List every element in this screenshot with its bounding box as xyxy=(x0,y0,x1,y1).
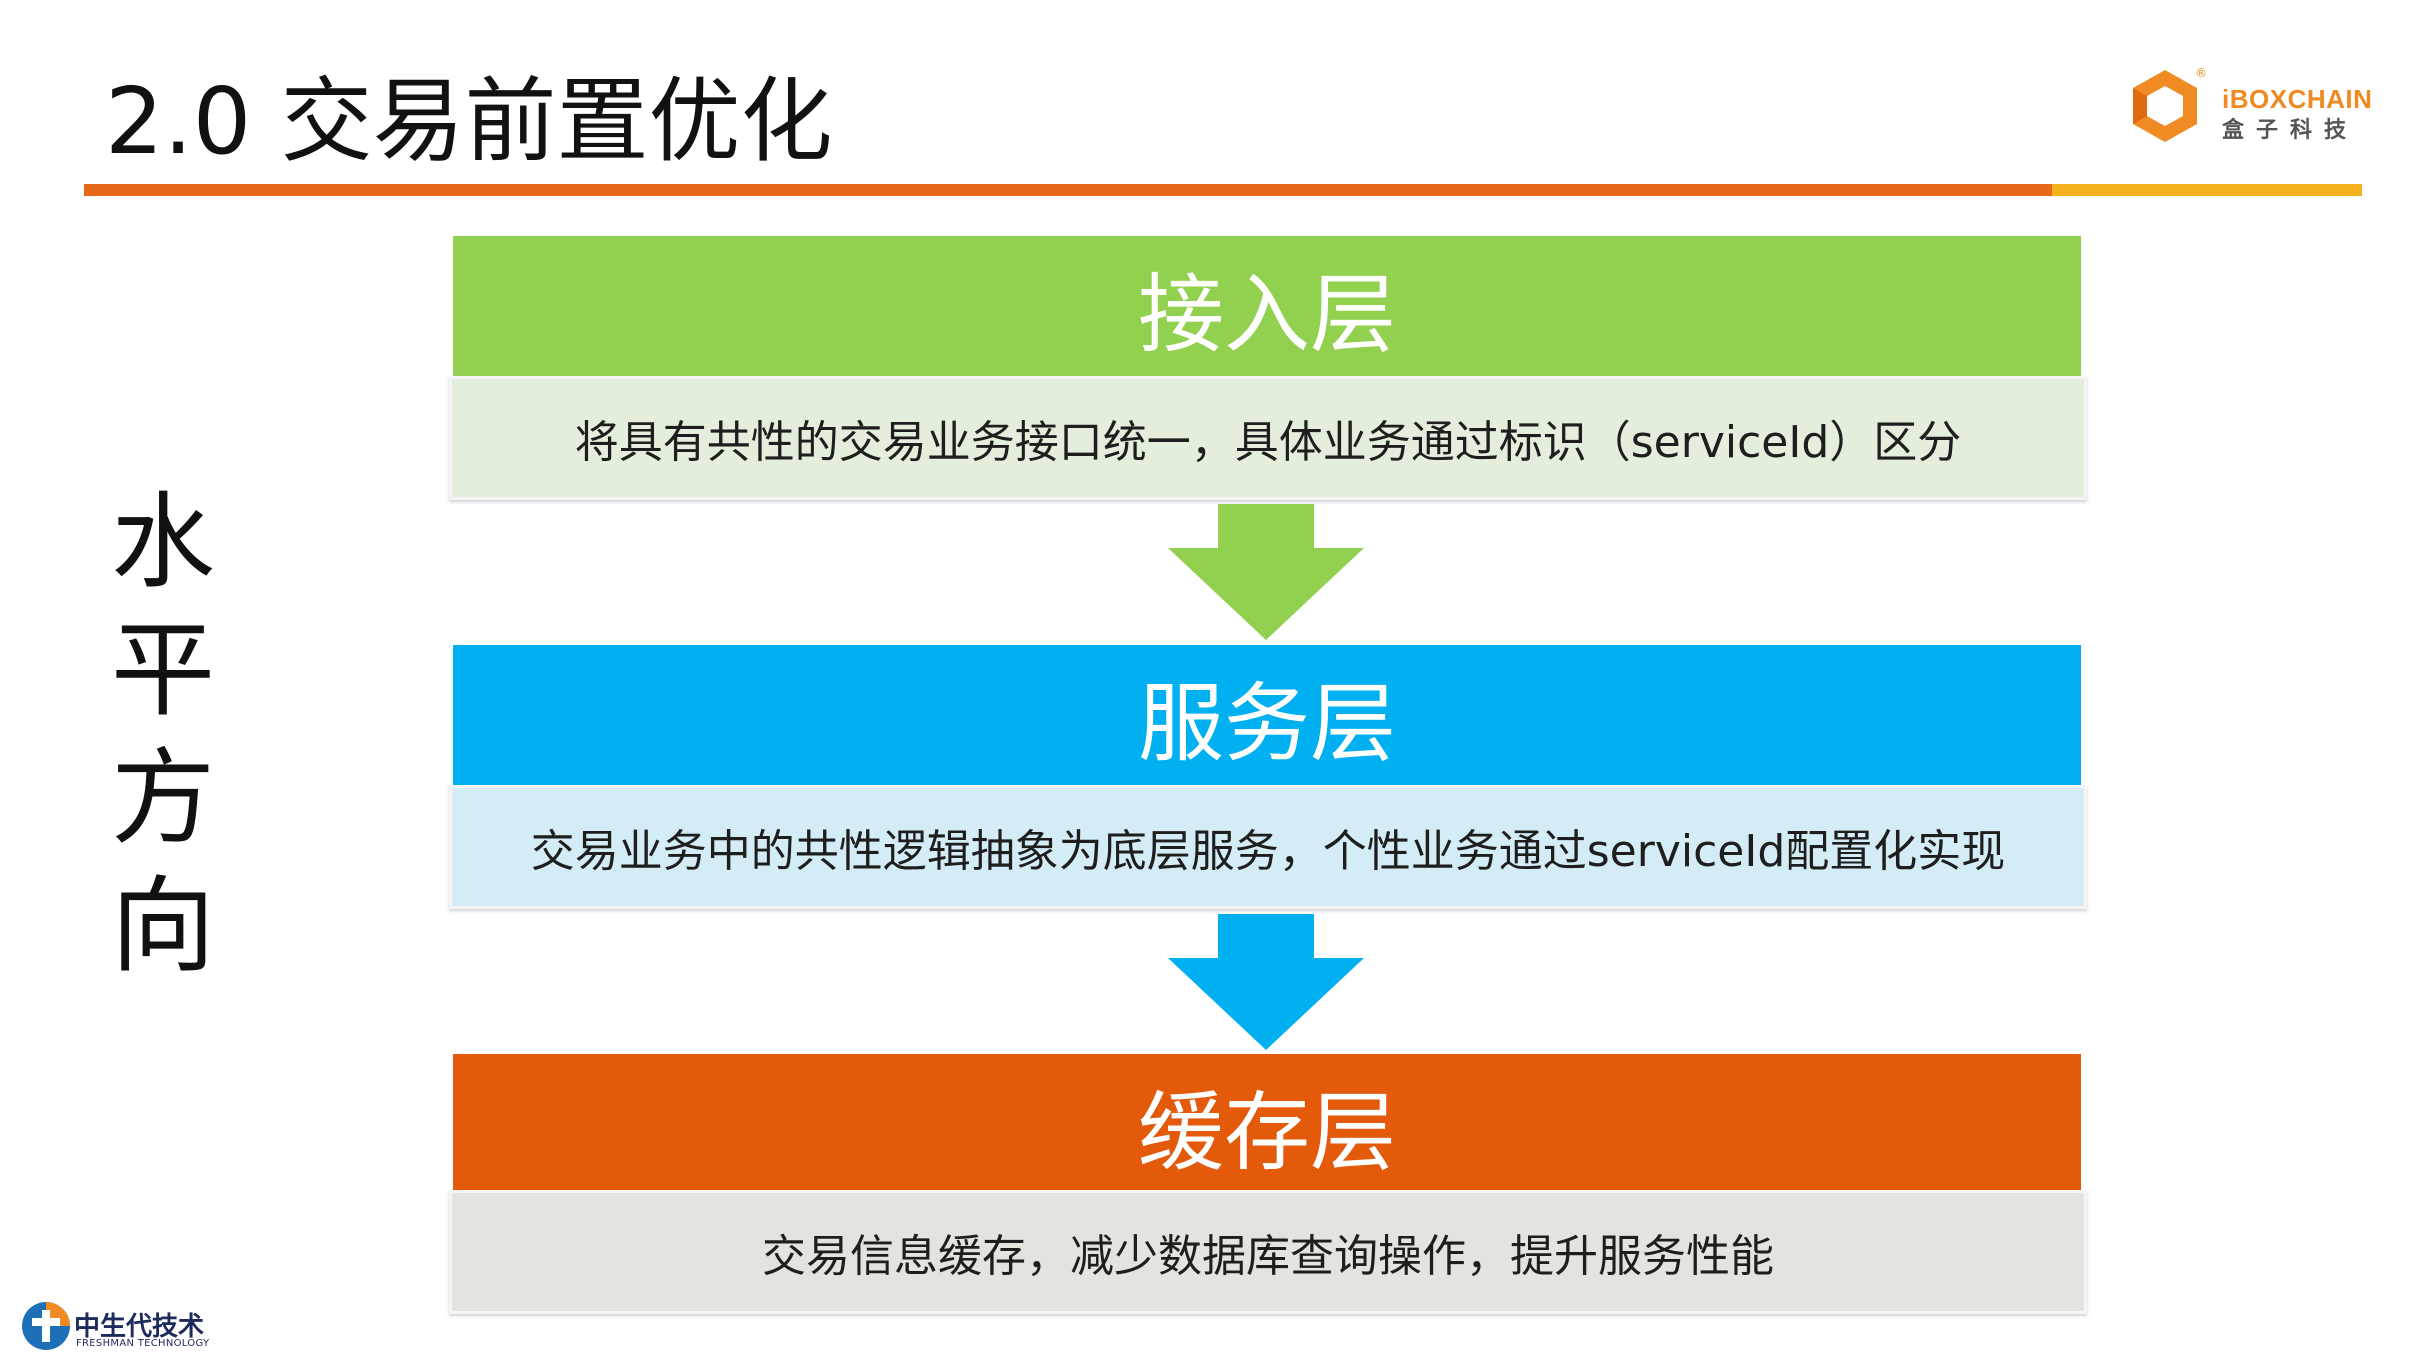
title-divider xyxy=(84,184,2052,196)
direction-char: 水 xyxy=(110,481,215,603)
access-layer-description: 将具有共性的交易业务接口统一，具体业务通过标识（serviceId）区分 xyxy=(449,376,2087,500)
direction-char: 方 xyxy=(110,737,215,859)
down-arrow-icon xyxy=(1168,914,1364,1050)
brand-logo-icon xyxy=(2133,70,2197,142)
cache-layer-description: 交易信息缓存，减少数据库查询操作，提升服务性能 xyxy=(449,1190,2087,1314)
access-layer-title: 接入层 xyxy=(453,236,2081,376)
brand-name-cn: 盒子科技 xyxy=(2222,118,2359,143)
footer-logo-icon xyxy=(22,1302,70,1350)
page-title: 2.0 交易前置优化 xyxy=(105,68,833,175)
service-layer-title: 服务层 xyxy=(453,645,2081,785)
direction-char: 向 xyxy=(110,865,215,987)
cache-layer-title: 缓存层 xyxy=(453,1054,2081,1194)
brand-registered-mark: ® xyxy=(2195,66,2207,80)
direction-char: 平 xyxy=(110,609,215,731)
down-arrow-icon xyxy=(1168,504,1364,640)
direction-label: 水 平 方 向 xyxy=(108,478,218,990)
footer-logo-text: 中生代技术 xyxy=(74,1312,205,1342)
title-divider-accent xyxy=(2052,184,2362,196)
brand-name-en: iBOXCHAIN xyxy=(2222,84,2373,114)
service-layer-description: 交易业务中的共性逻辑抽象为底层服务，个性业务通过serviceId配置化实现 xyxy=(449,785,2087,909)
footer-logo-subtext: FRESHMAN TECHNOLOGY xyxy=(76,1338,210,1349)
